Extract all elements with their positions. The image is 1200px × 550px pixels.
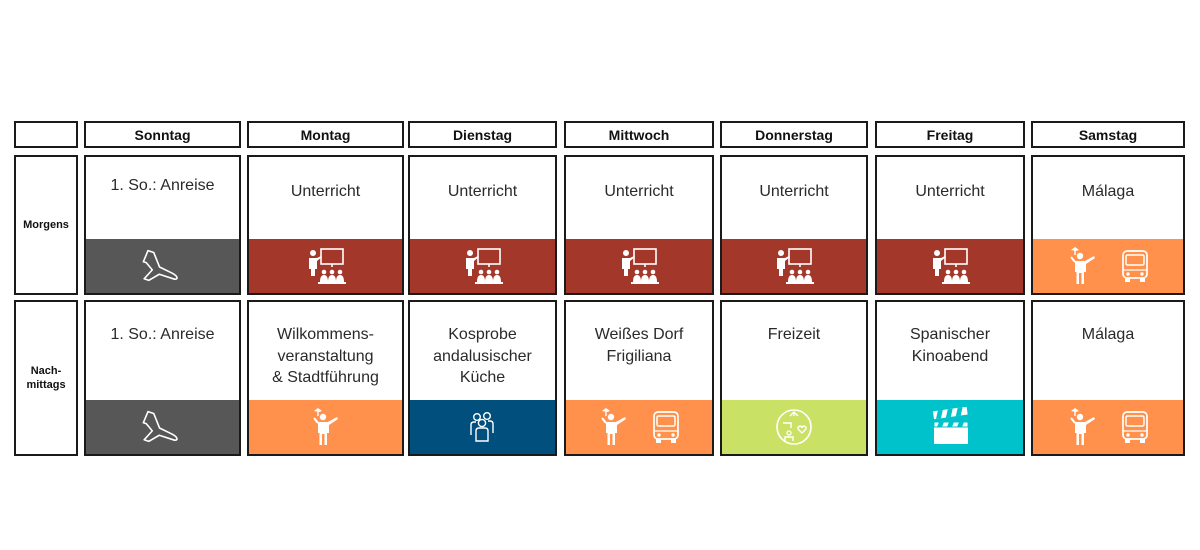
activity-icon-band	[1033, 400, 1183, 454]
activity-icon-band	[86, 239, 239, 293]
tour-guide-icon	[309, 407, 343, 447]
activity-cell: Weißes Dorf Frigiliana	[564, 300, 714, 456]
activity-label: Unterricht	[447, 183, 518, 200]
classroom-icon	[617, 246, 661, 286]
activity-label: Kosprobe andalusischer Küche	[433, 326, 532, 386]
activity-label: Weißes Dorf Frigiliana	[594, 326, 684, 365]
day-header-6: Freitag	[875, 121, 1025, 148]
activity-label: Freizeit	[767, 326, 821, 343]
row-label-2: Nach- mittags	[14, 300, 78, 456]
day-header-4: Mittwoch	[564, 121, 714, 148]
day-header-3: Dienstag	[408, 121, 557, 148]
activity-label: Málaga	[1081, 183, 1135, 200]
activity-label: Unterricht	[604, 183, 674, 200]
activity-icon-band	[566, 400, 712, 454]
day-header-5: Donnerstag	[720, 121, 868, 148]
classroom-icon	[772, 246, 816, 286]
free-time-icon	[773, 406, 815, 448]
activity-cell: Málaga	[1031, 155, 1185, 295]
activity-cell: Málaga	[1031, 300, 1185, 456]
day-header-2: Montag	[247, 121, 404, 148]
activity-label: 1. So.: Anreise	[110, 177, 215, 194]
header-corner-cell	[14, 121, 78, 148]
airplane-icon	[140, 407, 186, 447]
day-header-1: Sonntag	[84, 121, 241, 148]
bus-icon	[1120, 248, 1150, 284]
activity-label: Unterricht	[290, 183, 361, 200]
activity-cell: Unterricht	[408, 155, 557, 295]
tour-guide-icon	[1066, 407, 1100, 447]
activity-label: Spanischer Kinoabend	[909, 326, 991, 365]
classroom-icon	[461, 246, 505, 286]
classroom-icon	[928, 246, 972, 286]
activity-label: 1. So.: Anreise	[110, 326, 215, 343]
tour-guide-icon	[597, 407, 631, 447]
activity-cell: Unterricht	[720, 155, 868, 295]
activity-cell: Freizeit	[720, 300, 868, 456]
clapperboard-icon	[930, 407, 970, 447]
activity-icon-band	[722, 239, 866, 293]
activity-icon-band	[410, 400, 555, 454]
activity-cell: 1. So.: Anreise	[84, 300, 241, 456]
activity-label: Málaga	[1081, 326, 1135, 343]
activity-cell: Unterricht	[875, 155, 1025, 295]
classroom-icon	[304, 246, 348, 286]
day-header-7: Samstag	[1031, 121, 1185, 148]
activity-cell: 1. So.: Anreise	[84, 155, 241, 295]
activity-label: Wilkommens- veranstaltung & Stadtführung	[272, 326, 379, 386]
activity-cell: Unterricht	[564, 155, 714, 295]
airplane-icon	[140, 246, 186, 286]
activity-icon-band	[410, 239, 555, 293]
activity-label: Unterricht	[915, 183, 985, 200]
activity-icon-band	[249, 239, 402, 293]
activity-cell: Spanischer Kinoabend	[875, 300, 1025, 456]
activity-cell: Unterricht	[247, 155, 404, 295]
activity-icon-band	[566, 239, 712, 293]
bus-icon	[1120, 409, 1150, 445]
activity-icon-band	[1033, 239, 1183, 293]
activity-cell: Wilkommens- veranstaltung & Stadtführung	[247, 300, 404, 456]
activity-label: Unterricht	[759, 183, 829, 200]
activity-icon-band	[249, 400, 402, 454]
activity-icon-band	[86, 400, 239, 454]
activity-icon-band	[722, 400, 866, 454]
group-icon	[467, 410, 499, 444]
tour-guide-icon	[1066, 246, 1100, 286]
bus-icon	[651, 409, 681, 445]
activity-icon-band	[877, 239, 1023, 293]
activity-icon-band	[877, 400, 1023, 454]
row-label-1: Morgens	[14, 155, 78, 295]
activity-cell: Kosprobe andalusischer Küche	[408, 300, 557, 456]
